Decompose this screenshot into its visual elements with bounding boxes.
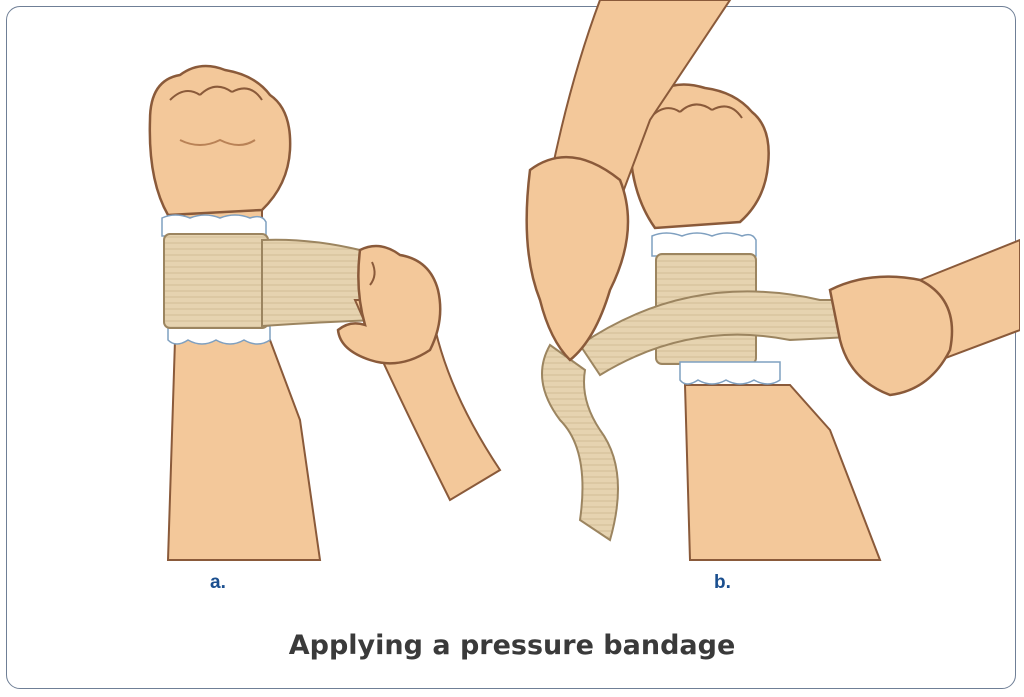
padding-bottom-a bbox=[167, 325, 271, 345]
padding-bottom-b bbox=[679, 361, 781, 385]
panel-label-a: a. bbox=[210, 572, 226, 593]
padding-top-b bbox=[651, 232, 757, 257]
bandage-tail-b bbox=[541, 343, 619, 542]
panel-b-illustration bbox=[490, 0, 1020, 600]
helper-hand-a bbox=[336, 244, 442, 365]
helper-hand-left-b bbox=[525, 155, 630, 362]
panel-b-svg bbox=[525, 0, 1020, 561]
padding-top-a bbox=[161, 214, 267, 237]
figure-caption: Applying a pressure bandage bbox=[288, 630, 736, 661]
bandage-wrap-a bbox=[163, 233, 269, 329]
panel-label-b: b. bbox=[714, 572, 731, 593]
helper-hand-right-b bbox=[828, 275, 954, 397]
panel-a-svg bbox=[148, 64, 502, 561]
forearm-b bbox=[683, 384, 882, 561]
forearm-a bbox=[166, 339, 322, 561]
panel-a-illustration bbox=[0, 0, 520, 600]
